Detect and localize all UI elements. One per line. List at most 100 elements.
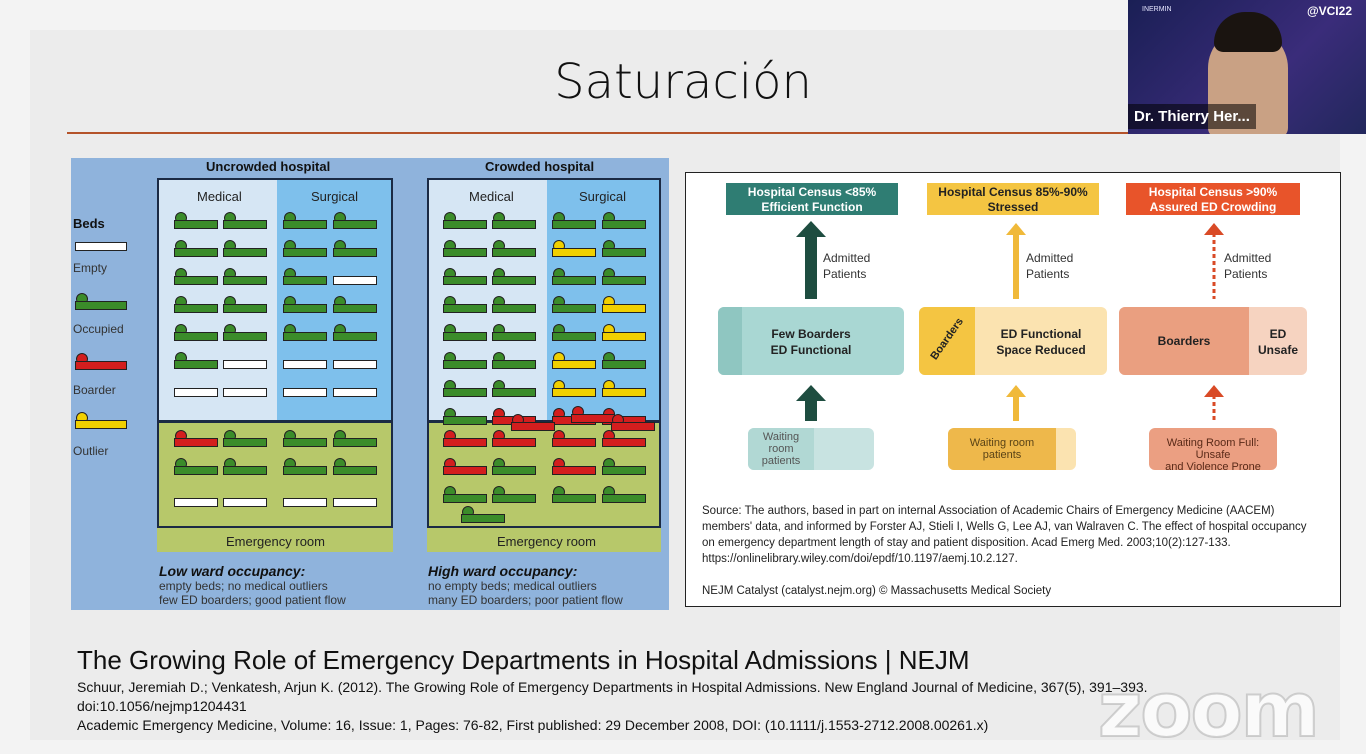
high-caption-line-2: many ED boarders; poor patient flow	[428, 593, 623, 607]
bed-icon	[602, 430, 646, 448]
admitted-arrow-1	[796, 221, 826, 299]
crowded-er-label: Emergency room	[497, 534, 596, 549]
legend-occupied-bed-icon	[75, 293, 127, 311]
admitted-1-line-2: Patients	[823, 267, 867, 281]
admitted-3-line-1: Admitted	[1224, 251, 1272, 265]
reference-line-2: doi:10.1056/nejmp1204431	[77, 698, 247, 714]
crowded-er-strip	[427, 528, 661, 552]
waiting-1-line-3: patients	[761, 455, 801, 467]
bed-icon	[333, 382, 377, 398]
slide-title: Saturación	[554, 54, 812, 110]
waiting-1-line-2: room	[768, 443, 794, 455]
uncrowded-surgical-label: Surgical	[311, 189, 358, 204]
high-caption-line-1: no empty beds; medical outliers	[428, 579, 597, 593]
bed-icon	[174, 268, 218, 286]
bed-icon	[174, 382, 218, 398]
ed-box-1-line-2: ED Functional	[770, 343, 852, 357]
bed-icon	[443, 212, 487, 230]
source-line-3: on emergency department length of stay a…	[702, 537, 1231, 549]
bed-icon	[174, 240, 218, 258]
admitted-label-2: Admitted Patients	[1026, 250, 1073, 282]
source-line-4[interactable]: https://onlinelibrary.wiley.com/doi/epdf…	[702, 553, 1018, 565]
census-header-3-line-1: Hospital Census >90%	[1148, 185, 1278, 199]
bed-icon	[552, 486, 596, 504]
bed-icon	[174, 324, 218, 342]
participant-name-label: Dr. Thierry Her...	[1128, 104, 1256, 129]
figure-credit: NEJM Catalyst (catalyst.nejm.org) © Mass…	[702, 585, 1052, 597]
bed-icon	[223, 268, 267, 286]
bed-icon	[283, 458, 327, 476]
ed-box-2-line-2: Space Reduced	[996, 343, 1086, 357]
ed-box-3-right-line-1: ED	[1269, 327, 1287, 341]
crowded-medical-label: Medical	[469, 189, 514, 204]
bed-icon	[552, 352, 596, 370]
bed-icon	[492, 268, 536, 286]
bed-icon	[174, 430, 218, 448]
legend-outlier-bed-icon	[75, 412, 127, 430]
ed-box-functional: Few Boarders ED Functional	[718, 307, 904, 375]
bed-icon	[492, 324, 536, 342]
event-tag: @VCI22	[1306, 4, 1352, 18]
bed-icon	[223, 458, 267, 476]
bed-icon	[492, 212, 536, 230]
bed-icon	[283, 492, 327, 508]
bed-icon	[174, 458, 218, 476]
low-caption-line-2: few ED boarders; good patient flow	[159, 593, 346, 607]
bed-icon	[552, 212, 596, 230]
bed-icon	[174, 352, 218, 370]
bed-icon	[174, 492, 218, 508]
ed-box-stressed: Boarders ED Functional Space Reduced	[919, 307, 1107, 375]
admitted-label-3: Admitted Patients	[1224, 250, 1271, 282]
census-header-2-line-1: Hospital Census 85%-90%	[938, 185, 1088, 199]
figure-source: Source: The authors, based in part on in…	[702, 503, 1322, 567]
zoom-watermark: zoom	[1097, 664, 1321, 754]
bed-icon	[552, 380, 596, 398]
bed-icon	[283, 382, 327, 398]
bed-icon	[333, 430, 377, 448]
census-header-crowding: Hospital Census >90% Assured ED Crowding	[1126, 183, 1300, 215]
bed-icon	[443, 324, 487, 342]
ed-box-1-line-1: Few Boarders	[771, 327, 851, 341]
bed-icon	[492, 240, 536, 258]
admitted-label-1: Admitted Patients	[823, 250, 870, 282]
waiting-3-line-1: Waiting Room Full: Unsafe	[1166, 437, 1260, 461]
high-occupancy-caption: High ward occupancy: no empty beds; medi…	[428, 563, 623, 607]
bed-icon	[552, 268, 596, 286]
ed-box-3-left-label: Boarders	[1157, 334, 1211, 348]
bed-icon	[552, 430, 596, 448]
bed-icon	[443, 408, 487, 426]
bed-icon	[333, 354, 377, 370]
bed-icon	[283, 212, 327, 230]
bed-occupancy-figure: Uncrowded hospital Crowded hospital Medi…	[71, 158, 669, 610]
waiting-box-3: Waiting Room Full: Unsafe and Violence P…	[1149, 428, 1277, 473]
waiting-arrow-3	[1204, 385, 1224, 397]
bed-icon	[223, 430, 267, 448]
uncrowded-er-text: Emergency room	[226, 534, 325, 549]
bed-icon	[333, 492, 377, 508]
bed-icon	[492, 486, 536, 504]
ed-box-3-right-line-2: Unsafe	[1257, 343, 1298, 357]
admitted-2-line-1: Admitted	[1026, 251, 1074, 265]
bed-icon	[223, 354, 267, 370]
bed-icon	[602, 268, 646, 286]
reference-line-1: Schuur, Jeremiah D.; Venkatesh, Arjun K.…	[77, 679, 1148, 695]
event-logo: INERMIN	[1142, 6, 1172, 13]
bed-icon	[443, 352, 487, 370]
bed-icon	[602, 380, 646, 398]
bed-icon	[443, 430, 487, 448]
reference-line-3: Academic Emergency Medicine, Volume: 16,…	[77, 717, 989, 733]
bed-icon	[283, 240, 327, 258]
legend-boarder-bed-icon	[75, 353, 127, 371]
bed-icon	[283, 296, 327, 314]
waiting-1-line-1: Waiting	[762, 431, 800, 443]
legend-outlier-label: Outlier	[73, 444, 109, 458]
bed-icon	[443, 240, 487, 258]
bed-icon	[492, 380, 536, 398]
census-header-1-line-2: Efficient Function	[761, 200, 863, 214]
admitted-1-line-1: Admitted	[823, 251, 871, 265]
bed-icon	[333, 240, 377, 258]
bed-icon	[283, 268, 327, 286]
flow-arrows	[796, 221, 1224, 421]
bed-icon	[223, 240, 267, 258]
bed-icon	[492, 430, 536, 448]
